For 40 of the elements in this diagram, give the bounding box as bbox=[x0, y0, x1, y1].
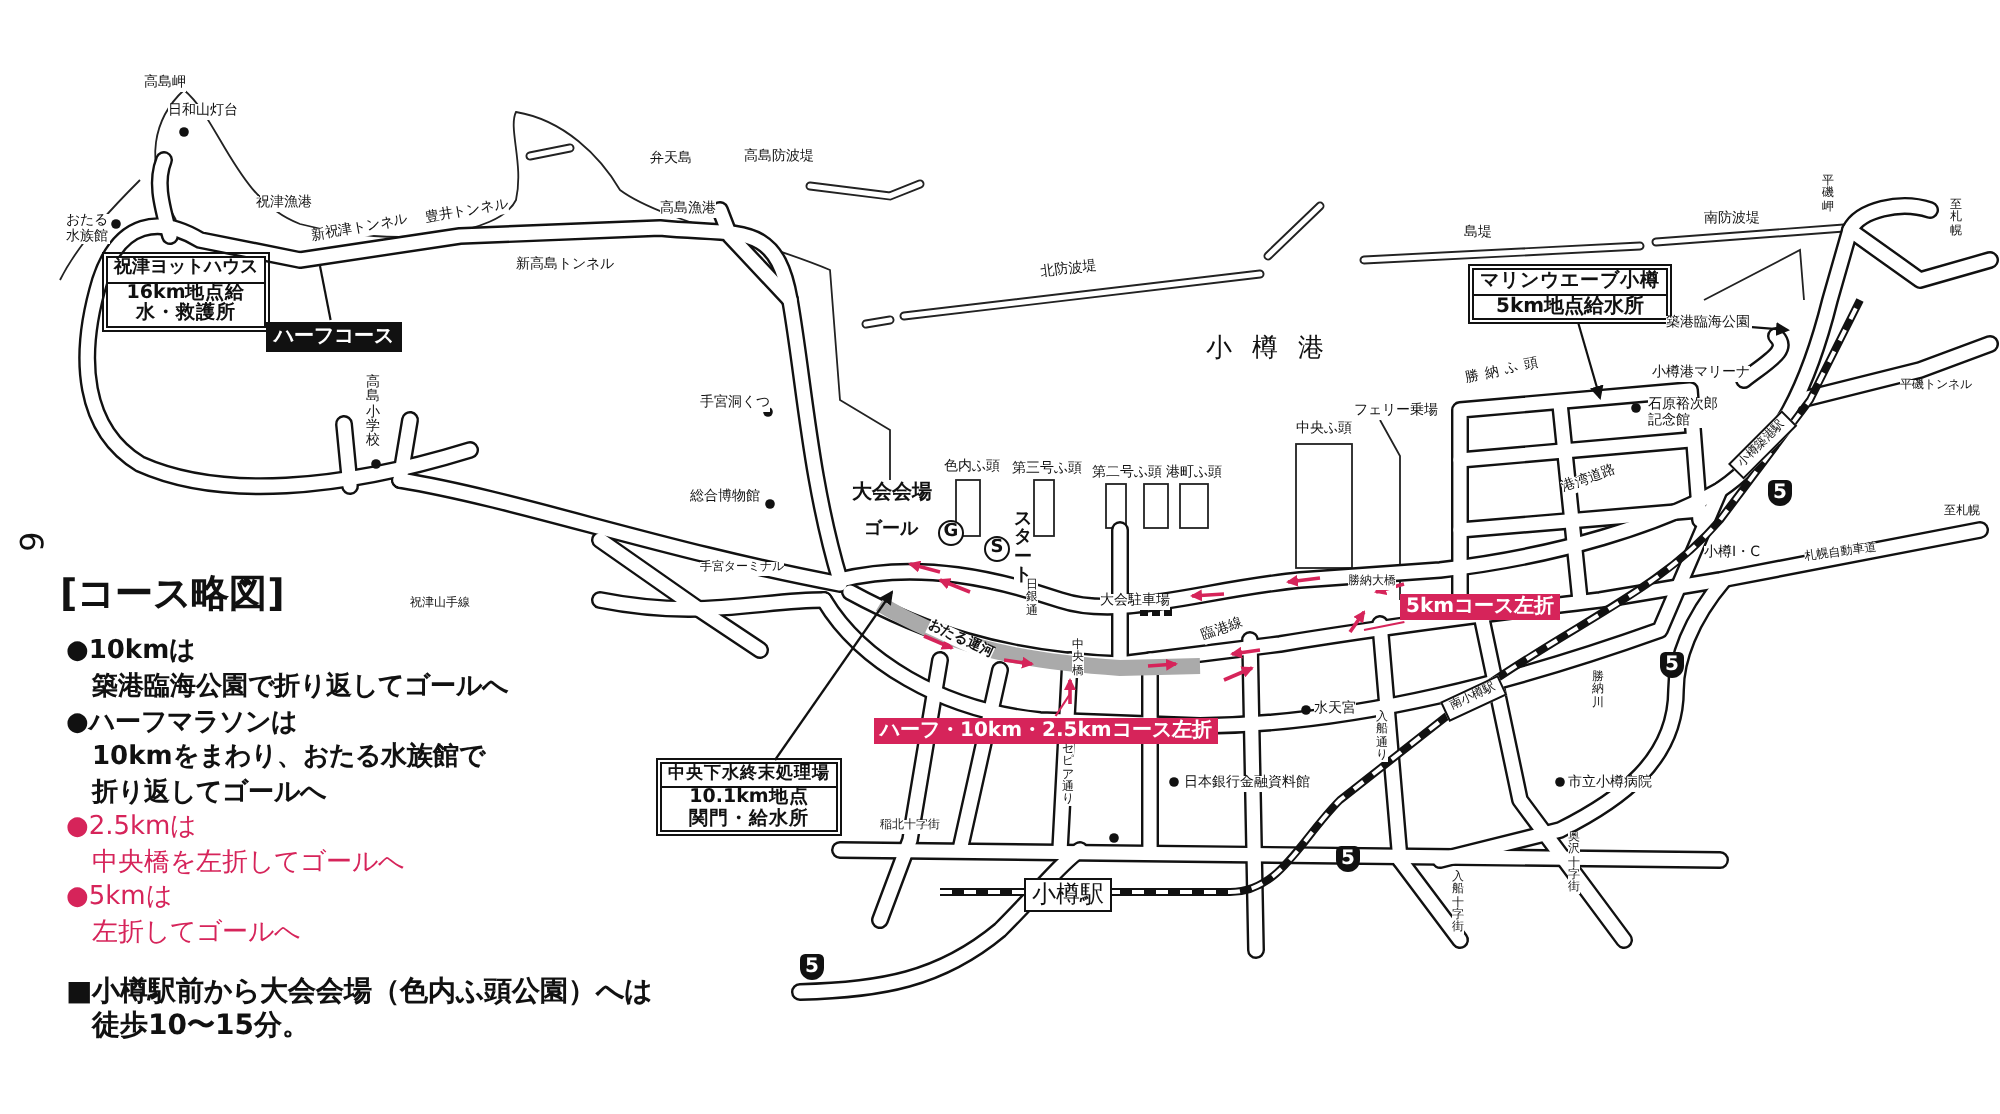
arrow bbox=[1577, 322, 1604, 400]
course-marker: S bbox=[984, 536, 1010, 562]
leader-line bbox=[1054, 693, 1071, 717]
callout-box bbox=[660, 762, 838, 833]
note-text: ●ハーフマラソンは bbox=[66, 710, 297, 739]
note-text: 10kmをまわり、おたる水族館で bbox=[92, 744, 485, 773]
turn-label: 5kmコース左折 bbox=[1400, 594, 1561, 620]
note-text: 徒歩10〜15分。 bbox=[92, 1012, 310, 1043]
box-heading: 祝津ヨットハウス bbox=[108, 258, 264, 284]
route-shield: 5 bbox=[1336, 846, 1360, 872]
box-heading: マリンウエーブ小樽 bbox=[1474, 270, 1666, 297]
station-box: 小樽駅 bbox=[1024, 878, 1112, 913]
note-text: 中央橋を左折してゴールへ bbox=[92, 850, 404, 879]
box-text: 5km地点給水所 bbox=[1493, 296, 1647, 319]
callout-box bbox=[106, 256, 266, 328]
route-shield: 5 bbox=[800, 954, 824, 980]
map-label: 大会会場 bbox=[852, 482, 932, 504]
box-text: 16km地点給水・救護所 bbox=[124, 283, 248, 326]
leader-line bbox=[318, 265, 332, 321]
note-text: ●5kmは bbox=[66, 884, 172, 913]
note-text: ■小樽駅前から大会会場（色内ふ頭公園）へは bbox=[66, 978, 653, 1009]
marker-label: ゴール bbox=[864, 522, 918, 542]
leader-line bbox=[1363, 620, 1405, 632]
box-heading: 中央下水終末処理場 bbox=[662, 764, 836, 789]
note-text: 折り返してゴールへ bbox=[92, 780, 326, 809]
turn-label: ハーフ・10km・2.5kmコース左折 bbox=[874, 718, 1218, 744]
note-text: ●10kmは bbox=[66, 638, 196, 667]
note-text: 左折してゴールへ bbox=[92, 920, 300, 949]
course-marker: G bbox=[938, 520, 964, 546]
note-text: 築港臨海公園で折り返してゴールへ bbox=[92, 674, 508, 703]
callout-box bbox=[1472, 268, 1668, 321]
route-shield: 5 bbox=[1660, 652, 1684, 678]
note-text: ●2.5kmは bbox=[66, 814, 197, 843]
course-tag: ハーフコース bbox=[266, 322, 402, 352]
title: [コース略図] bbox=[60, 574, 285, 616]
route-shield: 5 bbox=[1768, 480, 1792, 506]
arrow bbox=[1751, 322, 1790, 337]
arrow bbox=[774, 590, 894, 761]
page-number: 6 bbox=[12, 531, 48, 552]
box-text: 10.1km地点関門・給水所 bbox=[687, 788, 811, 831]
